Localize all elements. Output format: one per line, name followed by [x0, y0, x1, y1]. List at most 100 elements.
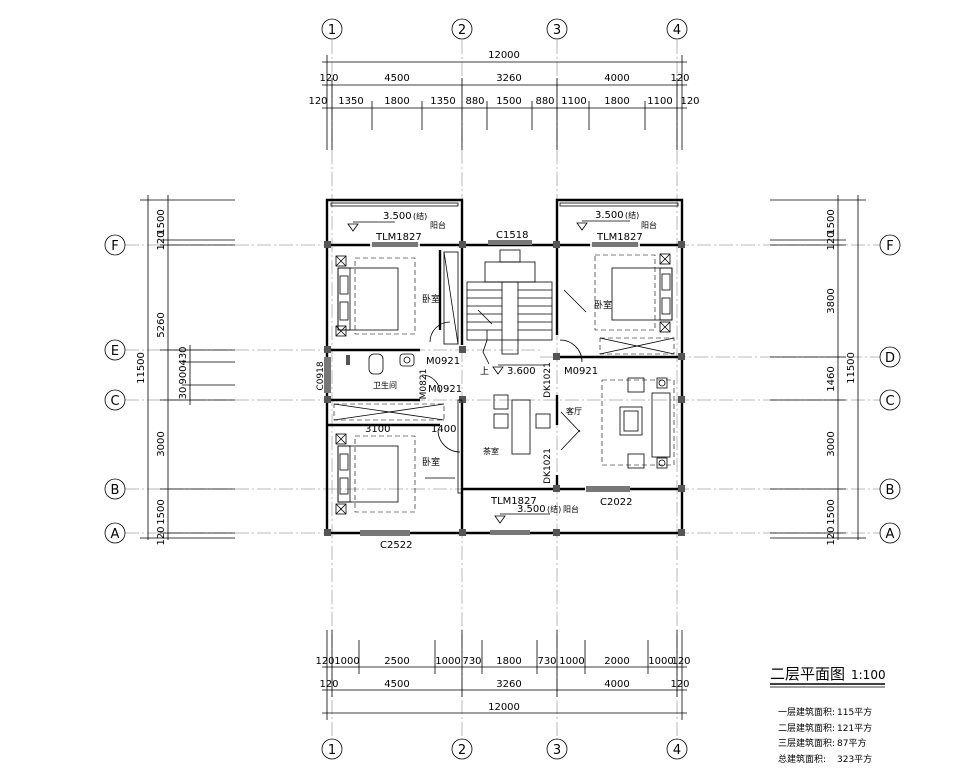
dimension-text: 1100 [561, 96, 586, 107]
axis-lines [125, 40, 880, 740]
axis-label: F [111, 239, 118, 254]
dimension-text: 120 [826, 231, 837, 250]
dimension-text: 1460 [826, 366, 837, 391]
axis-label: 4 [673, 743, 681, 758]
axis-label: B [111, 483, 120, 498]
bedroom-bottom-left: 卧室 3100 1400 [335, 424, 461, 515]
dimension-text: 3800 [826, 288, 837, 313]
axis-label: B [886, 483, 895, 498]
dimension-text: 880 [465, 96, 484, 107]
dimension-text: 1800 [384, 96, 409, 107]
dimensions-right: 1500 120 3800 1460 3000 1500 120 11500 [770, 195, 866, 546]
door-label: M0921 [428, 384, 462, 395]
walls [325, 198, 684, 535]
staircase: 上 [466, 249, 553, 377]
axis-label: C [110, 394, 119, 409]
title-scale: 1:100 [851, 668, 886, 682]
area-value: 323平方 [837, 753, 872, 765]
dimension-text: 1000 [435, 656, 460, 667]
axis-bubbles-bottom: 1 2 3 4 [321, 738, 688, 760]
balcony-bottom-label: 3.500 (结) 阳台 [494, 504, 579, 524]
living-room: 客厅 [560, 377, 675, 469]
dimension-text: 2500 [384, 656, 409, 667]
bedroom-top-right: 卧室 [559, 253, 675, 363]
room-label: 卫生间 [373, 380, 397, 390]
area-label: 总建筑面积: [778, 753, 826, 765]
dimension-text: 5260 [156, 312, 167, 337]
dimension-text: 1350 [338, 96, 363, 107]
area-summary: 一层建筑面积: 115平方 二层建筑面积: 121平方 三层建筑面积: 87平方… [778, 706, 872, 765]
door-label: M0821 [419, 369, 429, 400]
dimension-text: 3100 [365, 424, 390, 435]
dimension-text: 120 [156, 526, 167, 545]
room-label: 茶室 [483, 446, 499, 456]
door-label: TLM1827 [490, 496, 537, 507]
door-label: DK1021 [543, 448, 553, 484]
door-label: TLM1827 [596, 232, 643, 243]
dimension-text: 11500 [846, 352, 857, 384]
axis-bubbles-top: 1 2 3 4 [321, 18, 688, 40]
dimension-text: 430 [178, 346, 189, 365]
tea-room: 3.600 茶室 DK1021 DK1021 [457, 362, 553, 494]
dimension-text: 4500 [384, 679, 409, 690]
dimension-text: 900 [178, 365, 189, 384]
axis-label: A [111, 527, 120, 542]
area-label: 一层建筑面积: [778, 706, 835, 718]
dimension-text: 1800 [496, 656, 521, 667]
dimension-text: 1500 [156, 209, 167, 234]
dimension-text: 1500 [156, 499, 167, 524]
dimension-text: 120 [671, 656, 690, 667]
dimension-text: 120 [319, 679, 338, 690]
dimension-text: 11500 [136, 352, 147, 384]
axis-bubbles-right: F D C B A [879, 234, 901, 544]
windows [324, 240, 638, 536]
structure-mark: (结) [547, 504, 561, 514]
dimension-text: 1500 [826, 209, 837, 234]
dimension-text: 3000 [156, 431, 167, 456]
area-value: 115平方 [837, 706, 872, 718]
dimension-text: 1400 [431, 424, 456, 435]
dimension-text: 1500 [826, 499, 837, 524]
dimension-text: 880 [535, 96, 554, 107]
dimension-text: 12000 [488, 702, 520, 713]
dimension-text: 730 [537, 656, 556, 667]
dimension-text: 120 [308, 96, 327, 107]
dimension-text: 30 [178, 387, 189, 400]
door-label: M0921 [426, 356, 460, 367]
axis-bubbles-left: F E C B A [104, 234, 126, 544]
title-name: 二层平面图 [770, 665, 845, 683]
room-label: 阳台 [641, 220, 657, 230]
dimension-text: 120 [680, 96, 699, 107]
axis-label: C [885, 394, 894, 409]
stair-up-label: 上 [480, 366, 489, 377]
dimensions-bottom: 120 1000 2500 1000 730 1800 730 1000 200… [315, 630, 691, 720]
dimension-text: 4000 [604, 679, 629, 690]
dimension-text: 1350 [430, 96, 455, 107]
dimension-text: 1500 [496, 96, 521, 107]
elevation-text: 3.500 [517, 504, 546, 515]
dimension-text: 1000 [559, 656, 584, 667]
balcony-right-label: 3.500 (结) 阳台 TLM1827 [576, 210, 657, 243]
elevation-text: 3.500 [595, 210, 624, 221]
balcony-left-label: 3.500 (结) 阳台 TLM1827 [347, 211, 446, 243]
dimension-text: 120 [826, 526, 837, 545]
dimension-text: 120 [315, 656, 334, 667]
room-label: 阳台 [430, 220, 446, 230]
bathroom: 卫生间 [333, 321, 451, 421]
axis-label: D [885, 351, 895, 366]
room-label: 卧室 [594, 299, 612, 311]
area-value: 87平方 [837, 737, 866, 749]
dimensions-top: 12000 120 4500 3260 4000 120 120 1350 18… [308, 50, 700, 150]
room-label: 卧室 [422, 456, 440, 468]
dimension-text: 730 [462, 656, 481, 667]
axis-label: 1 [328, 743, 336, 758]
axis-label: 2 [458, 23, 466, 38]
drawing-title: 二层平面图 1:100 [770, 665, 886, 688]
room-label: 卧室 [422, 293, 440, 305]
axis-label: E [111, 344, 119, 359]
dimension-text: 3260 [496, 679, 521, 690]
door-label: DK1021 [543, 362, 553, 398]
dimension-text: 120 [319, 73, 338, 84]
door-label: M0921 [564, 366, 598, 377]
